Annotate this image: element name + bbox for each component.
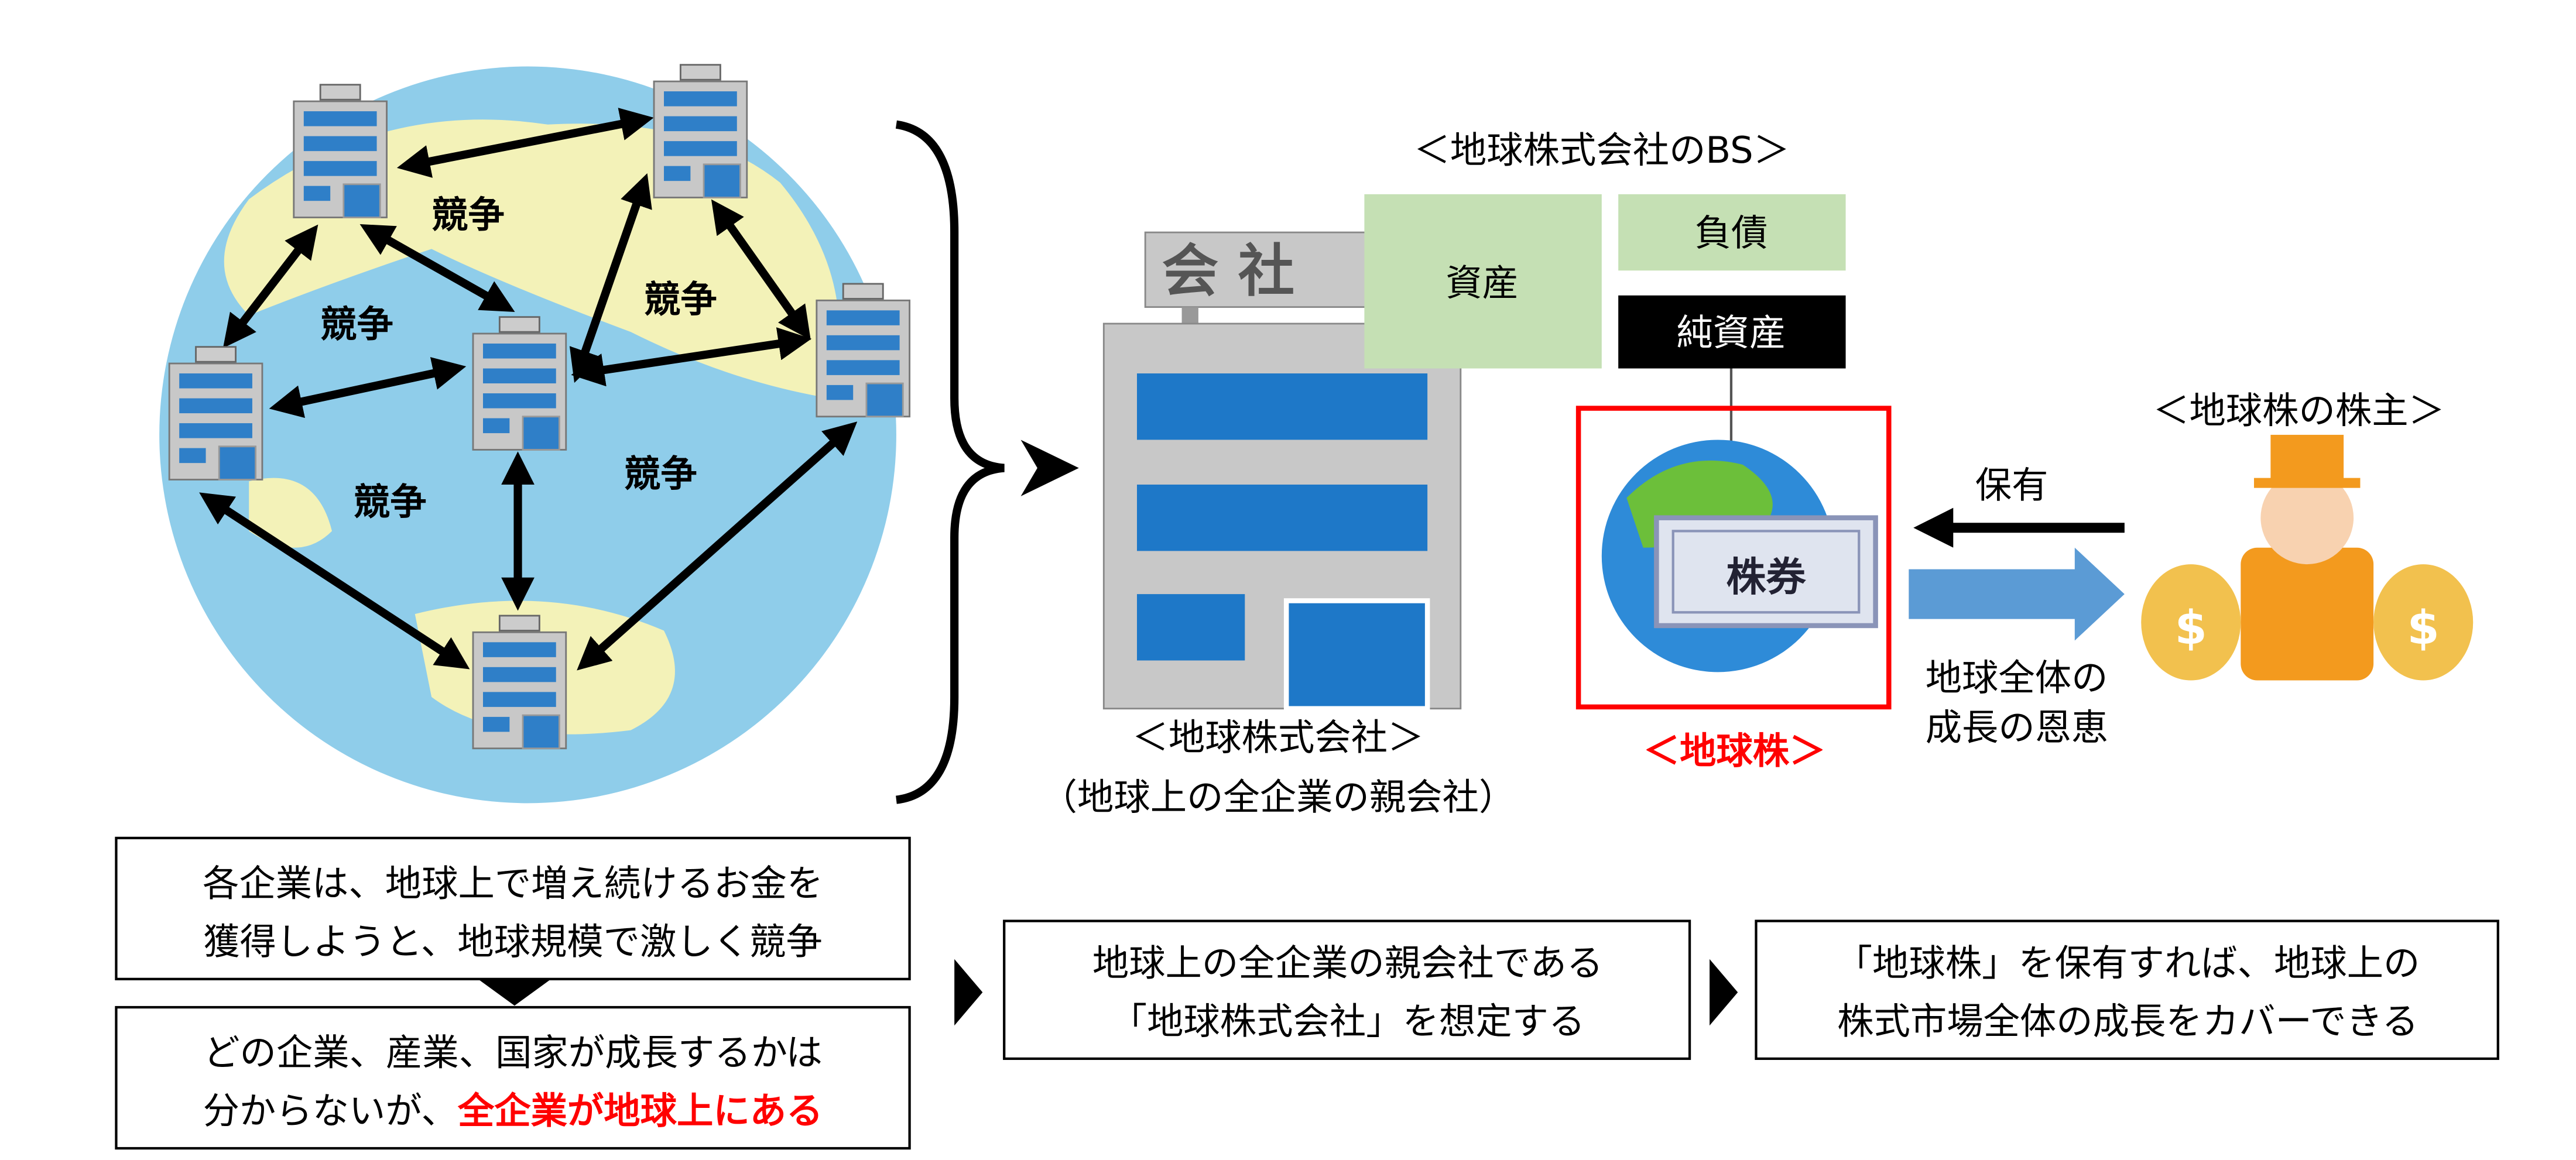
curly-brace [895, 120, 1005, 804]
step3-line1: 地球上の全企業の親会社である [1092, 942, 1603, 984]
competition-label: 競争 [644, 278, 717, 321]
step-box-competition [115, 836, 911, 980]
bs-liabilities-label: 負債 [1695, 212, 1768, 255]
earth-stock-certificate-icon: 株券 [1601, 440, 1878, 672]
step4-line1: 「地球株」を保有すれば、地球上の [1836, 942, 2420, 984]
company-building-icon [472, 615, 567, 750]
company-caption: ＜地球株式会社＞ [1132, 716, 1424, 759]
parent-company-building: 会 社 [1102, 231, 1462, 711]
triangle-right-icon [954, 959, 983, 1026]
bs-assets-label: 資産 [1445, 262, 1519, 304]
competition-arrows [199, 108, 858, 671]
step1-line1: 各企業は、地球上で増え続けるお金を [203, 862, 823, 905]
bs-net-assets-box [1618, 295, 1846, 369]
earth-stock-highlight-box [1575, 406, 1892, 710]
step2-line2-emphasis: 全企業が地球上にある [457, 1089, 823, 1132]
step-box-all-on-earth [115, 1005, 911, 1150]
step2-line1: どの企業、産業、国家が成長するかは [203, 1031, 823, 1074]
step4-line2: 株式市場全体の成長をカバーできる [1837, 1000, 2419, 1042]
svg-text:$: $ [2175, 600, 2207, 655]
competition-label: 競争 [431, 194, 505, 236]
step-box-parent-company [1003, 919, 1691, 1061]
step3-line2: 「地球株式会社」を想定する [1111, 1000, 1585, 1042]
company-building-icon [472, 316, 567, 451]
triangle-down-icon [478, 979, 551, 1006]
bs-net-assets-label: 純資産 [1676, 311, 1786, 354]
svg-text:$: $ [2407, 600, 2440, 655]
competition-label: 競争 [320, 303, 393, 346]
chevron-right-icon [1020, 440, 1079, 496]
bs-assets-box [1364, 194, 1602, 369]
competition-label: 競争 [354, 481, 427, 523]
company-subcaption: （地球上の全企業の親会社） [1041, 776, 1516, 819]
triangle-right-icon [1710, 959, 1738, 1026]
step2-line2: 分からないが、全企業が地球上にある [203, 1089, 823, 1132]
step-box-earth-stock [1755, 919, 2499, 1061]
step1-line2: 獲得しようと、地球規模で激しく競争 [203, 920, 823, 963]
benefit-line1: 地球全体の [1926, 657, 2108, 699]
certificate-label: 株券 [1726, 554, 1806, 600]
benefit-arrow [1909, 547, 2125, 641]
rich-shareholder-icon: $ $ [2141, 434, 2474, 681]
competition-label: 競争 [624, 452, 697, 495]
building-sign: 会 社 [1162, 238, 1294, 304]
earth-stock-label: ＜地球株＞ [1643, 729, 1826, 772]
company-building-icon [816, 283, 911, 418]
bs-liabilities-box [1618, 194, 1846, 271]
shareholder-title: ＜地球株の株主＞ [2153, 389, 2445, 432]
bs-title: ＜地球株式会社のBS＞ [1414, 129, 1790, 171]
company-building-icon [653, 64, 748, 198]
company-building-icon [168, 346, 263, 481]
company-building-icon [293, 84, 388, 218]
step2-line2-prefix: 分からないが、 [203, 1089, 458, 1132]
benefit-line2: 成長の恩恵 [1926, 706, 2108, 749]
hold-label: 保有 [1975, 464, 2049, 507]
